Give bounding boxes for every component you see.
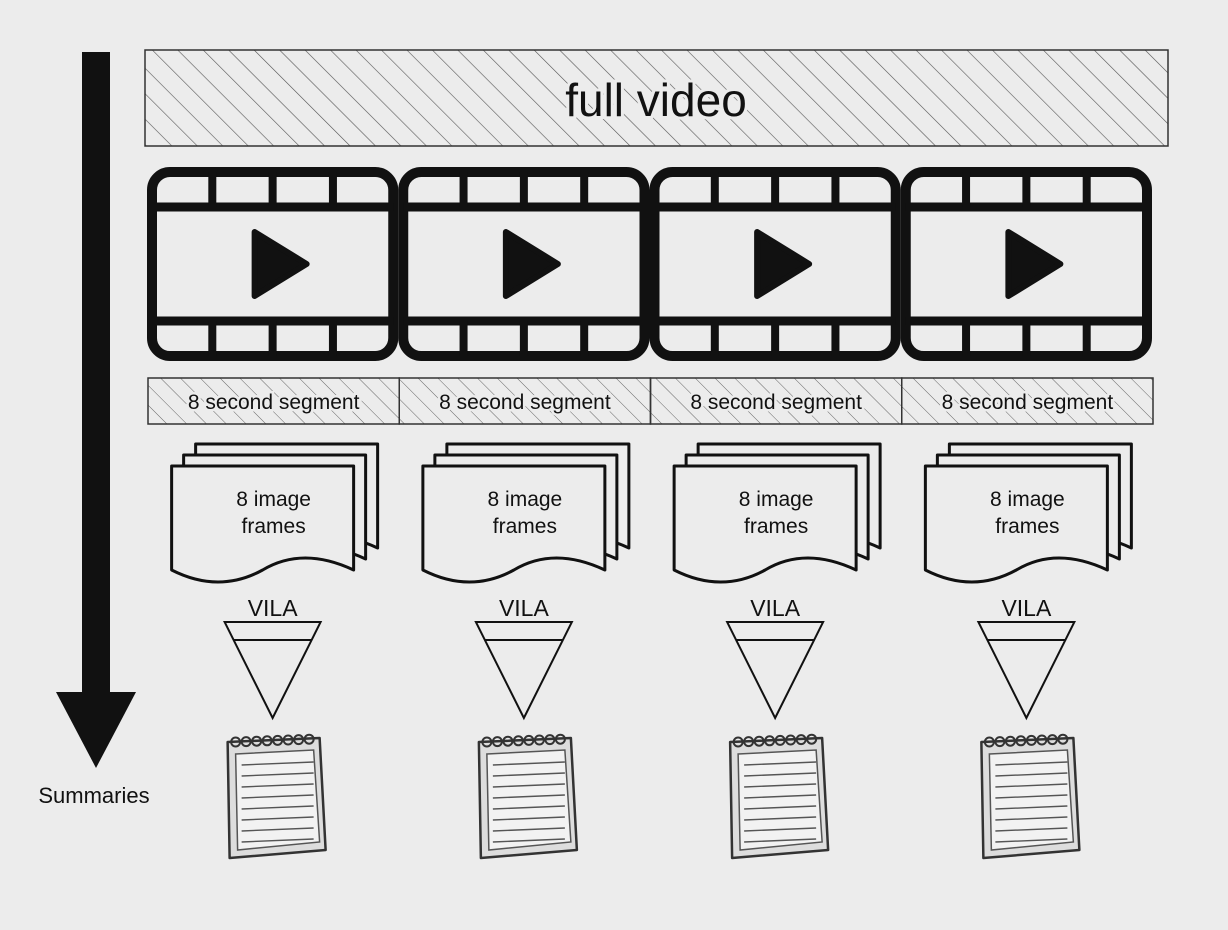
notepad-icon <box>477 733 579 860</box>
model-label: VILA <box>1001 595 1052 621</box>
film-play-icon <box>147 167 399 361</box>
document-stack-icon: 8 image frames <box>672 442 882 584</box>
segment-label: 8 second segment <box>690 391 862 414</box>
full-video-bar: full video <box>144 49 1169 147</box>
segment-label: 8 second segment <box>942 391 1114 414</box>
frames-label-line1: 8 image <box>488 488 563 511</box>
arrow-down-icon <box>56 52 136 768</box>
film-play-icon <box>900 167 1152 361</box>
frames-label-line2: frames <box>242 515 306 538</box>
funnel-icon: VILA <box>474 595 574 721</box>
segment-box: 8 second segment <box>398 377 652 425</box>
model-label: VILA <box>499 595 550 621</box>
segment-label: 8 second segment <box>439 391 611 414</box>
full-video-label: full video <box>565 74 747 126</box>
notepad-icon <box>226 733 327 860</box>
film-play-icon <box>649 167 901 361</box>
document-stack-icon: 8 image frames <box>923 442 1133 584</box>
model-label: VILA <box>750 595 801 621</box>
funnel-icon: VILA <box>223 595 323 721</box>
document-stack-icon: 8 image frames <box>170 442 380 584</box>
film-play-icon <box>398 167 650 361</box>
funnel-icon: VILA <box>725 595 825 721</box>
notepad-icon <box>728 733 830 860</box>
frames-label-line1: 8 image <box>236 488 311 511</box>
funnel-icon: VILA <box>976 595 1076 721</box>
segment-box: 8 second segment <box>147 377 400 425</box>
axis-label: Summaries <box>38 783 149 808</box>
frames-label-line1: 8 image <box>739 488 814 511</box>
segment-label: 8 second segment <box>188 391 360 414</box>
model-label: VILA <box>248 595 299 621</box>
segment-box: 8 second segment <box>901 377 1154 425</box>
frames-label-line2: frames <box>493 515 557 538</box>
segment-box: 8 second segment <box>649 377 903 425</box>
notepad-icon <box>980 733 1081 860</box>
frames-label-line1: 8 image <box>990 488 1065 511</box>
document-stack-icon: 8 image frames <box>421 442 631 584</box>
frames-label-line2: frames <box>995 515 1059 538</box>
frames-label-line2: frames <box>744 515 808 538</box>
